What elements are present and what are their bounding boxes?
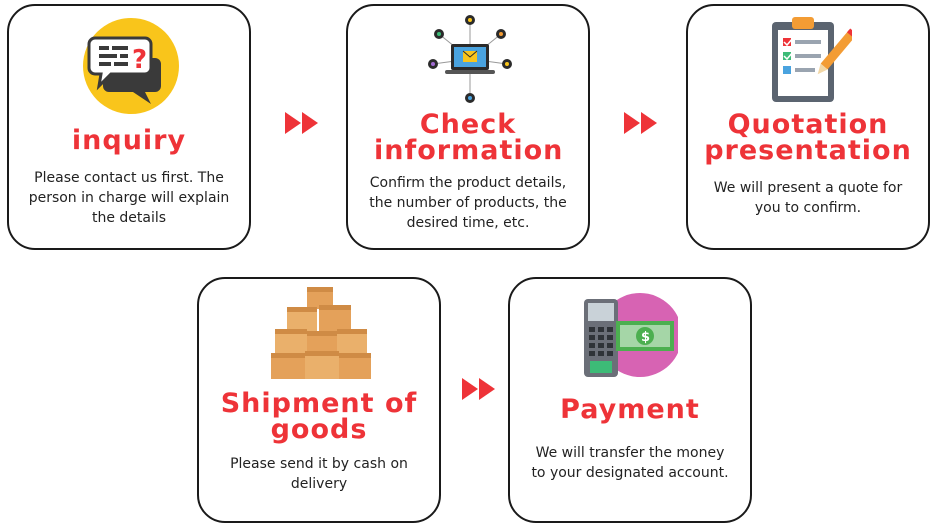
step-title: Payment	[560, 394, 700, 425]
step-description: Please send it by cash on delivery	[230, 456, 408, 492]
step-title: Shipment of goods	[220, 388, 418, 445]
card-terminal-cash-icon: $	[584, 293, 678, 377]
double-play-arrow-icon	[624, 112, 657, 134]
svg-text:?: ?	[132, 45, 147, 75]
step-card-check-information: Check information Confirm the product de…	[346, 4, 590, 250]
step-description: Please contact us first. The person in c…	[28, 170, 230, 226]
cardboard-boxes-icon	[271, 287, 371, 379]
step-title: inquiry	[71, 125, 187, 156]
step-card-shipment-of-goods: Shipment of goods Please send it by cash…	[197, 277, 441, 523]
step-card-inquiry: ? inquiry Please contact us first. The p…	[7, 4, 251, 250]
chat-question-icon: ?	[83, 18, 179, 114]
step-card-payment: $ Payment We will transfer the money to …	[508, 277, 752, 523]
double-play-arrow-icon	[462, 378, 495, 400]
step-title: Quotation presentation	[704, 109, 912, 166]
clipboard-checklist-icon	[772, 17, 852, 102]
svg-text:$: $	[641, 330, 650, 345]
step-description: Confirm the product details, the number …	[369, 175, 567, 231]
laptop-mail-network-icon	[428, 15, 512, 103]
double-play-arrow-icon	[285, 112, 318, 134]
step-title: Check information	[374, 109, 564, 166]
step-description: We will transfer the money to your desig…	[531, 445, 729, 481]
step-description: We will present a quote for you to confi…	[713, 180, 903, 216]
step-card-quotation-presentation: Quotation presentation We will present a…	[686, 4, 930, 250]
